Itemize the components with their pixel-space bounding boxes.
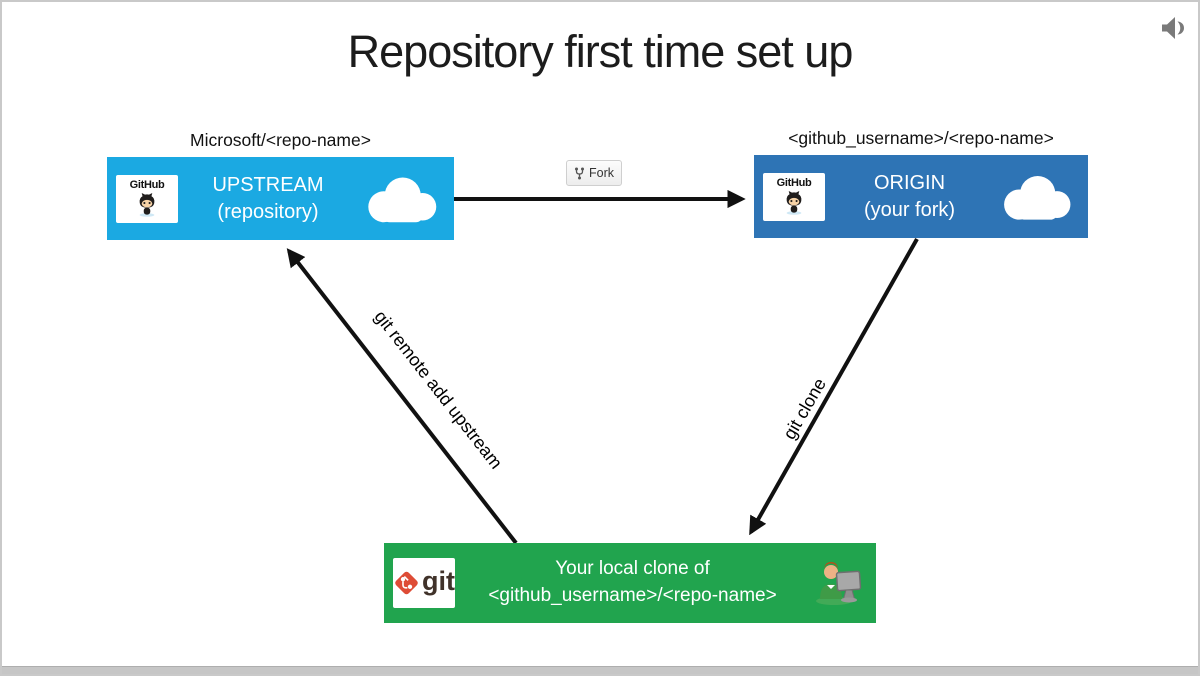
page-title: Repository first time set up: [347, 26, 854, 77]
arrow-local-to-upstream: [286, 248, 518, 545]
origin-line2: (your fork): [863, 198, 956, 221]
github-logo-text: GitHub: [129, 179, 165, 191]
fork-icon: [575, 167, 584, 179]
origin-box: GitHub ORIGIN (your fork): [754, 155, 1088, 238]
git-logo-text: git: [422, 565, 455, 596]
octocat-icon: [786, 191, 802, 215]
speaker-icon[interactable]: [1158, 14, 1186, 42]
local-clone-box: git Your local clone of <github_username…: [384, 543, 876, 623]
cloud-icon: [368, 177, 437, 222]
github-logo-card: GitHub: [116, 174, 178, 223]
arrow-origin-to-local: [749, 238, 919, 536]
github-logo-card: GitHub: [763, 172, 825, 221]
git-logo-card: git: [393, 558, 455, 608]
origin-text: ORIGIN (your fork): [825, 170, 994, 223]
octocat-icon: [139, 193, 155, 217]
upstream-repo-path-label: Microsoft/<repo-name>: [190, 130, 371, 150]
slide-bottom-edge: [2, 666, 1198, 674]
cloud-icon: [1004, 175, 1071, 220]
upstream-line2: (repository): [217, 200, 319, 223]
upstream-line1: UPSTREAM: [212, 174, 324, 197]
upstream-box: GitHub UPSTREAM (repository): [107, 157, 454, 240]
git-logo-icon: [395, 571, 418, 595]
upstream-text: UPSTREAM (repository): [178, 172, 358, 225]
person-at-computer-icon: [816, 562, 862, 605]
origin-line1: ORIGIN: [873, 172, 946, 195]
local-clone-text: Your local clone of <github_username>/<r…: [455, 556, 810, 609]
fork-button[interactable]: Fork: [566, 160, 622, 186]
fork-button-label: Fork: [589, 166, 614, 180]
origin-repo-path-label: <github_username>/<repo-name>: [788, 128, 1054, 148]
local-line2: <github_username>/<repo-name>: [488, 585, 777, 606]
github-logo-text: GitHub: [776, 177, 812, 189]
local-line1: Your local clone of: [555, 558, 710, 580]
